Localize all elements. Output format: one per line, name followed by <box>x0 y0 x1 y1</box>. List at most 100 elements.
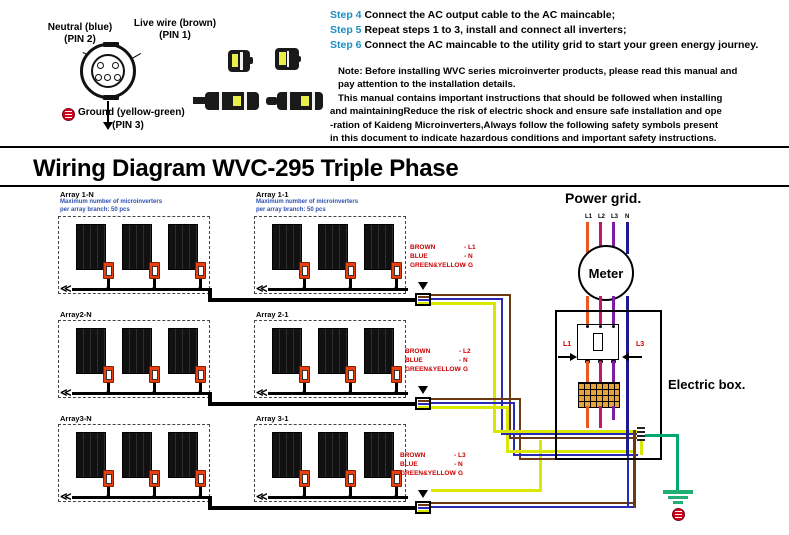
solar-panel <box>76 224 106 270</box>
bus-node <box>394 287 398 291</box>
breaker-terminal <box>599 325 602 328</box>
solar-panel <box>168 328 198 374</box>
meter-label: Meter <box>588 265 624 281</box>
electric-box-l3-label: L3 <box>636 341 645 348</box>
bus-node <box>302 391 306 395</box>
step-text: Repeat steps 1 to 3, install and connect… <box>364 24 627 36</box>
cable-riser-brown <box>633 430 636 508</box>
solar-panel <box>318 328 348 374</box>
bus-node <box>394 391 398 395</box>
array-drop <box>395 383 398 393</box>
bus-node <box>198 495 202 499</box>
wire-code: - L2 <box>459 348 471 355</box>
bus-node <box>348 287 352 291</box>
ground-symbol-icon <box>672 508 685 521</box>
array-boundary <box>58 216 210 294</box>
cable-connector-female-icon <box>266 92 323 110</box>
cable-brown-l1 <box>509 294 511 439</box>
solar-panel <box>168 224 198 270</box>
array-note-line2: per array branch: 50 pcs <box>60 207 130 213</box>
microinverter <box>195 366 206 383</box>
wire-legend-l2: BROWN- L2 BLUE- N GREEN&YELLOW- G <box>405 347 471 374</box>
cable-bundle-blue <box>525 506 635 508</box>
junction-box-l3 <box>415 501 431 514</box>
divider-top <box>0 146 789 148</box>
solar-panel <box>272 328 302 374</box>
bus-node <box>152 495 156 499</box>
cable-blue-n2 <box>513 402 515 454</box>
note-line: in this document to indicate hazardous c… <box>330 133 717 145</box>
cable-blue-n1 <box>501 298 503 433</box>
microinverter <box>149 366 160 383</box>
array-note-line1: Maximum number of microinverters <box>256 199 359 205</box>
microinverter <box>299 470 310 487</box>
bus-node <box>198 391 202 395</box>
bus-node <box>106 287 110 291</box>
cable-green-yellow-g3 <box>431 489 541 492</box>
bus-node <box>348 495 352 499</box>
array-boundary <box>58 424 210 502</box>
continuation-marker: ≪ <box>256 283 267 295</box>
wire-code: - N <box>454 461 463 468</box>
microinverter <box>149 470 160 487</box>
bus-node <box>348 391 352 395</box>
array-drop <box>303 383 306 393</box>
note-line: Note: Before installing WVC series micro… <box>338 66 738 77</box>
microinverter <box>195 470 206 487</box>
step-text: Connect the AC maincable to the utility … <box>364 39 759 51</box>
array-drop <box>303 279 306 289</box>
array-drop <box>349 487 352 497</box>
array-bus <box>72 496 212 499</box>
array-drop <box>349 279 352 289</box>
cable-brown-l1 <box>431 294 511 296</box>
solar-panel <box>364 224 394 270</box>
cable-green-yellow-g1 <box>431 302 495 305</box>
grid-wire-n <box>626 222 629 254</box>
breaker-switch[interactable] <box>593 333 603 351</box>
step-tag: Step 4 <box>330 9 362 21</box>
breaker-terminal <box>586 325 589 328</box>
solar-panel <box>364 432 394 478</box>
phase-label-n: N <box>625 214 630 220</box>
step-line: Step 4 Connect the AC output cable to th… <box>330 8 785 23</box>
electric-box-enclosure <box>555 310 662 460</box>
solar-panel <box>122 224 152 270</box>
array-drop <box>107 383 110 393</box>
junction-box-l2 <box>415 397 431 410</box>
cable-bundle-green-yellow <box>493 430 643 433</box>
cable-bundle-brown <box>531 502 635 504</box>
microinverter <box>103 262 114 279</box>
solar-panel <box>272 224 302 270</box>
solar-panel <box>168 432 198 478</box>
microinverter <box>299 366 310 383</box>
solar-panel <box>76 328 106 374</box>
bus-node <box>106 495 110 499</box>
cable-bundle-blue <box>501 433 643 435</box>
array-drop <box>303 487 306 497</box>
divider-under-title <box>0 185 789 187</box>
wire-code: - L3 <box>454 452 466 459</box>
cable-blue-n2 <box>431 402 515 404</box>
array-bus <box>268 392 408 395</box>
note-line: pay attention to the installation detail… <box>338 79 516 91</box>
cable-bundle-green-yellow <box>506 450 636 453</box>
bus-node <box>106 391 110 395</box>
wire-color: GREEN&YELLOW <box>400 470 456 477</box>
step-text: Connect the AC output cable to the AC ma… <box>364 9 616 21</box>
row-trunk <box>208 506 423 510</box>
wire-color: GREEN&YELLOW <box>410 262 466 269</box>
three-pin-connector-icon <box>80 42 136 100</box>
breaker-down-l1 <box>586 361 589 383</box>
phase-label-l1: L1 <box>585 214 593 220</box>
electric-box-l1-label: L1 <box>563 341 572 348</box>
wire-legend-l1: BROWN- L1 BLUE- N GREEN&YELLOW- G <box>410 243 476 270</box>
bus-node <box>302 287 306 291</box>
array-drop <box>349 383 352 393</box>
wire-code: - G <box>454 470 464 477</box>
terminal-out-l3 <box>612 406 615 420</box>
wire-code: - G <box>459 366 469 373</box>
cable-brown-l3 <box>431 502 531 504</box>
continuation-marker: ≪ <box>60 387 71 399</box>
bus-node <box>152 287 156 291</box>
breaker-terminal <box>612 325 615 328</box>
